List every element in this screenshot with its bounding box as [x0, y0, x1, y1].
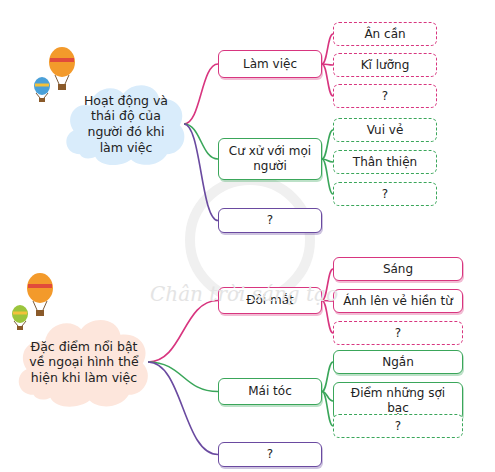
node-text: ? — [267, 213, 273, 228]
branch-box: Ánh lên vẻ hiền từ — [333, 289, 463, 313]
node-text: Vui vẻ — [367, 123, 404, 138]
connector — [322, 64, 333, 96]
connector — [184, 124, 218, 159]
branch-box: Sáng — [333, 257, 463, 281]
topic-cloud: Hoạt động và thái độ của người đó khi là… — [62, 78, 190, 170]
node-text: Kĩ lưỡng — [361, 58, 410, 73]
node-text: Ngắn — [382, 355, 414, 370]
branch-box: ? — [218, 442, 322, 467]
node-text: Sáng — [383, 262, 413, 277]
node-text: ? — [267, 447, 273, 462]
branch-box: Vui vẻ — [333, 118, 437, 142]
node-text: ? — [382, 187, 388, 202]
node-text: Ánh lên vẻ hiền từ — [343, 294, 453, 309]
branch-box: Làm việc — [218, 50, 322, 78]
connector — [322, 362, 333, 392]
node-text: Làm việc — [243, 57, 297, 72]
node-text: Đặc điểm nổi bật về ngoại hình thể hiện … — [28, 339, 140, 386]
node-text: Ân cần — [364, 27, 405, 42]
connector — [322, 159, 333, 194]
connector — [148, 301, 218, 363]
connector — [148, 362, 218, 392]
branch-box: Ngắn — [333, 350, 463, 374]
balloon — [34, 47, 75, 102]
connector — [322, 34, 333, 64]
watermark: Chân trời sáng tạo — [150, 282, 338, 306]
connector — [184, 124, 218, 221]
node-text: Thân thiện — [353, 155, 417, 170]
branch-box: ? — [333, 414, 463, 438]
connector — [184, 64, 218, 124]
node-text: ? — [382, 89, 388, 104]
node-text: ? — [395, 419, 401, 434]
node-text: Hoạt động và thái độ của người đó khi là… — [76, 93, 176, 156]
branch-box: ? — [218, 208, 322, 233]
topic-cloud: Đặc điểm nổi bật về ngoại hình thể hiện … — [14, 312, 154, 412]
node-text: Điểm những sợi bạc — [340, 386, 456, 416]
branch-box: Thân thiện — [333, 150, 437, 174]
connector — [322, 130, 333, 159]
node-text: ? — [395, 326, 401, 341]
branch-box: Mái tóc — [218, 378, 322, 405]
connector — [148, 362, 218, 455]
balloon — [12, 273, 53, 330]
node-text: Mái tóc — [248, 384, 292, 399]
branch-box: Ân cần — [333, 22, 437, 46]
branch-box: Cư xử với mọi người — [218, 138, 322, 180]
connector — [322, 392, 333, 427]
branch-box: ? — [333, 84, 437, 108]
node-text: Cư xử với mọi người — [225, 144, 315, 174]
branch-box: Kĩ lưỡng — [333, 53, 437, 77]
branch-box: ? — [333, 321, 463, 345]
branch-box: ? — [333, 182, 437, 206]
